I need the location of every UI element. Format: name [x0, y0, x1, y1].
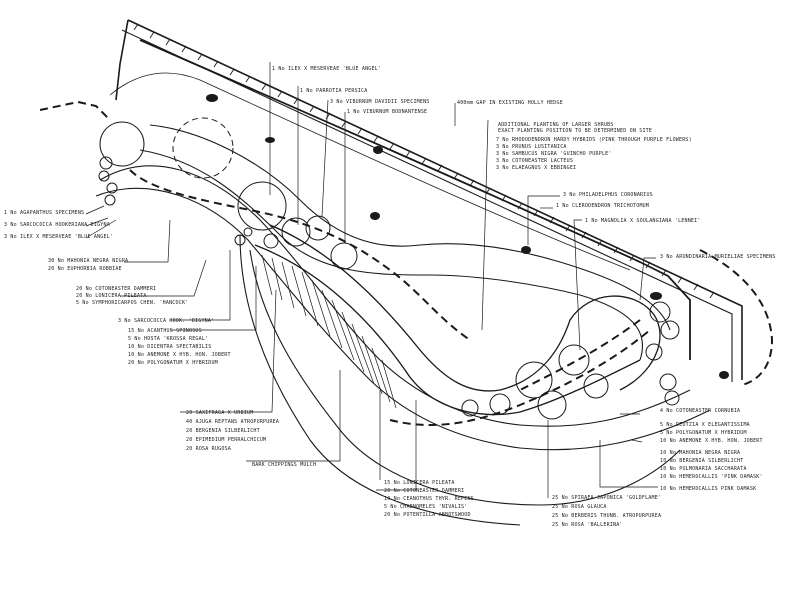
existing-shrubs — [206, 94, 729, 379]
label-euphorbia: 20 No EUPHORBIA ROBBIAE — [48, 266, 122, 272]
label-cotoneaster-c: 20 No COTONEASTER DAMMERI — [384, 488, 464, 494]
label-clerodendron: 1 No CLERODENDRON TRICHOTOMUM — [556, 203, 649, 209]
label-prunus: 3 No PRUNUS LUSITANICA — [496, 144, 567, 150]
label-hemerocallis: 10 No HEMEROCALLIS 'PINK DAMASK' — [660, 474, 763, 480]
label-dicentra: 10 No DICENTRA SPECTABILIS — [128, 344, 211, 350]
label-saxifraga: 20 SAXIFRAGA X URBIUM — [186, 410, 253, 416]
label-sarcococca-l: 3 No SARCOCOCCA HOOKERIANA DIGYNA — [4, 222, 110, 228]
label-pulmonaria: 10 No PULMONARIA SACCHARATA — [660, 466, 747, 472]
label-elaeagnus: 3 No ELAEAGNUS X EBBINGEI — [496, 165, 576, 171]
bed-outlines — [95, 124, 711, 526]
label-rhododendron: 7 No RHODODENDRON HARDY HYBRIDS (PINK TH… — [496, 137, 692, 143]
label-acanthus: 15 No ACANTHUS SPINOSUS — [128, 328, 202, 334]
hatched-bed — [261, 254, 397, 409]
label-agapanthus: 1 No AGAPANTHUS SPECIMENS — [4, 210, 84, 216]
label-spiraea: 25 No SPIRAEA JAPONICA 'GOLDFLAME' — [552, 495, 661, 501]
label-sambucus: 3 No SAMBUCUS NIGRA 'GUINCHO PURPLE' — [496, 151, 612, 157]
label-larger-shrubs-1: ADDITIONAL PLANTING OF LARGER SHRUBS — [498, 122, 614, 128]
label-rosa-glauca: 25 No ROSA GLAUCA — [552, 504, 607, 510]
shrub-circles — [98, 117, 680, 420]
label-parrotia: 1 No PARROTIA PERSICA — [300, 88, 367, 94]
label-viburnum-bodnant: 1 No VIBURNUM BODNANTENSE — [347, 109, 427, 115]
label-potentilla: 20 No POTENTILLA ABBOTSWOOD — [384, 512, 471, 518]
label-magnolia: 1 No MAGNOLIA X SOULANGIANA 'LENNEI' — [585, 218, 701, 224]
label-viburnum-davidii: 3 No VIBURNUM DAVIDII SPECIMENS — [330, 99, 430, 105]
label-sarcococca-c: 3 No SARCOCOCCA HOOK. 'DIGYNA' — [118, 318, 214, 324]
hedge-line — [139, 39, 691, 360]
label-chaenomeles: 5 No CHAENOMELES 'NIVALIS' — [384, 504, 467, 510]
label-rosa-ballerina: 25 No ROSA 'BALLERINA' — [552, 522, 623, 528]
label-cotoneaster-lacteus: 3 No COTONEASTER LACTEUS — [496, 158, 573, 164]
label-symphoricarpos: 5 No SYMPHORICARPOS CHEN. 'HANCOCK' — [76, 300, 188, 306]
label-arundinaria: 3 No ARUNDINARIA MURIELIAE SPECIMENS — [660, 254, 776, 260]
label-ajuga: 40 AJUGA REPTANS ATROPURPUREA — [186, 419, 279, 425]
label-berberis: 25 No BERBERIS THUNB. ATROPURPUREA — [552, 513, 661, 519]
leader-lines — [85, 62, 658, 498]
label-anemone-l: 10 No ANEMONE X HYB. HON. JOBERT — [128, 352, 231, 358]
label-philadelphus: 3 No PHILADELPHUS CORONARIUS — [563, 192, 653, 198]
label-rosa-rugosa: 20 ROSA RUGOSA — [186, 446, 231, 452]
label-mahonia: 30 No MAHONIA NEGRA NIGRA — [48, 258, 128, 264]
label-cotoneaster-r: 4 No COTONEASTER CORNUBIA — [660, 408, 740, 414]
label-larger-shrubs-2: EXACT PLANTING POSITION TO BE DETERMINED… — [498, 128, 652, 134]
label-cotoneaster-dammeri: 20 No COTONEASTER DAMMERI — [76, 286, 156, 292]
label-ceanothus: 10 No CEANOTHUS THYR. REPENS — [384, 496, 474, 502]
label-ilex-top: 1 No ILEX X MESERVEAE 'BLUE ANGEL' — [272, 66, 381, 72]
label-lonicera-nitida: 15 No LONICERA PILEATA — [384, 480, 455, 486]
label-anemone-r: 10 No ANEMONE X HYB. HON. JOBERT — [660, 438, 763, 444]
plant-labels: 1 No ILEX X MESERVEAE 'BLUE ANGEL' 1 No … — [4, 66, 776, 528]
dashed-limit-lines — [39, 100, 774, 426]
boundary-wall — [115, 19, 743, 382]
inner-bed — [269, 224, 661, 392]
inner-bed-2 — [254, 244, 641, 416]
label-polygonatum-r: 5 No POLYGONATUM X HYBRIDUM — [660, 430, 747, 436]
label-bark-mulch: BARK CHIPPINGS MULCH — [252, 462, 316, 468]
label-ilex-blue: 3 No ILEX X MESERVEAE 'BLUE ANGEL' — [4, 234, 113, 240]
label-hosta: 5 No HOSTA 'KROSSA REGAL' — [128, 336, 208, 342]
label-mahonia-r: 10 No MAHONIA NEGRA NIGRA — [660, 450, 740, 456]
label-lonicera-pileata: 20 No LONICERA PILEATA — [76, 293, 147, 299]
label-bergenia-r: 10 No BERGENIA SILBERLICHT — [660, 458, 743, 464]
label-polygonatum-l: 20 No POLYGONATUM X HYBRIDUM — [128, 360, 218, 366]
label-deutzia: 5 No DEUTZIA X ELEGANTISSIMA — [660, 422, 750, 428]
label-hemerocallis-2: 10 No HEMEROCALLIS PINK DAMASK — [660, 486, 756, 492]
label-gap-hedge: 400mm GAP IN EXISTING HOLLY HEDGE — [457, 100, 563, 106]
lawn-edge — [109, 72, 631, 271]
label-bergenia-l: 20 BERGENIA SILBERLICHT — [186, 428, 260, 434]
label-epimedium: 20 EPIMEDIUM PERRALCHICUM — [186, 437, 266, 443]
